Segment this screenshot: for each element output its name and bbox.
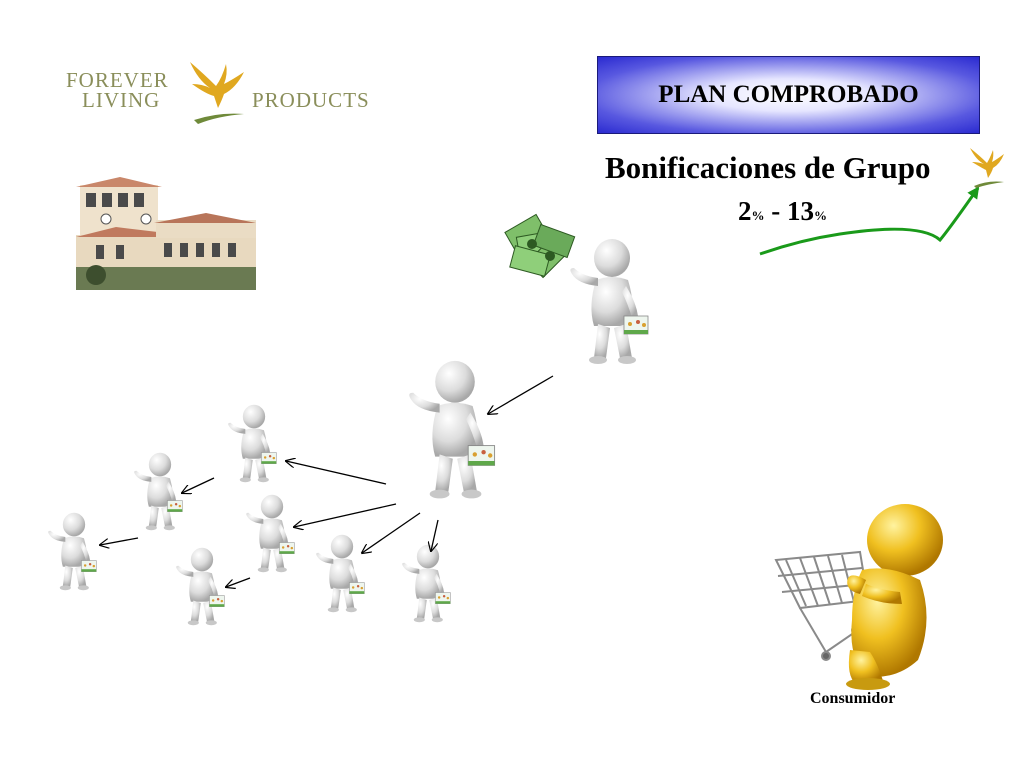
logo-line2: LIVING xyxy=(82,88,161,112)
forever-living-logo: FOREVER LIVING PRODUCTS xyxy=(66,58,376,130)
building-image xyxy=(76,175,256,290)
consumer-label: Consumidor xyxy=(810,690,896,707)
person-figure xyxy=(227,404,277,483)
consumer-figure xyxy=(846,504,943,690)
flow-arrows xyxy=(100,375,554,587)
bonus-range: 2% - 13% xyxy=(738,196,827,227)
person-figure xyxy=(245,494,295,573)
person-figure xyxy=(133,452,183,531)
bonus-separator: - xyxy=(764,196,787,226)
person-figure xyxy=(47,512,97,591)
bonus-low-value: 2 xyxy=(738,196,752,226)
person-figure xyxy=(175,547,225,626)
plan-comprobado-banner: PLAN COMPROBADO xyxy=(597,56,980,134)
bonus-high-unit: % xyxy=(814,208,827,223)
eagle-icon xyxy=(190,62,244,124)
plan-label: PLAN COMPROBADO xyxy=(658,81,919,108)
person-figure xyxy=(401,544,451,623)
bonus-low-unit: % xyxy=(751,208,765,223)
person-figure xyxy=(315,534,365,613)
eagle-icon xyxy=(970,148,1004,188)
bonus-title: Bonificaciones de Grupo xyxy=(605,150,931,185)
person-figure-center xyxy=(408,360,496,499)
bonus-high-value: 13 xyxy=(787,196,814,226)
person-figure-top xyxy=(569,238,649,365)
logo-line3: PRODUCTS xyxy=(252,88,370,112)
money-icon xyxy=(504,213,576,279)
logo-line1: FOREVER xyxy=(66,68,169,92)
growth-trend-line xyxy=(759,186,980,256)
